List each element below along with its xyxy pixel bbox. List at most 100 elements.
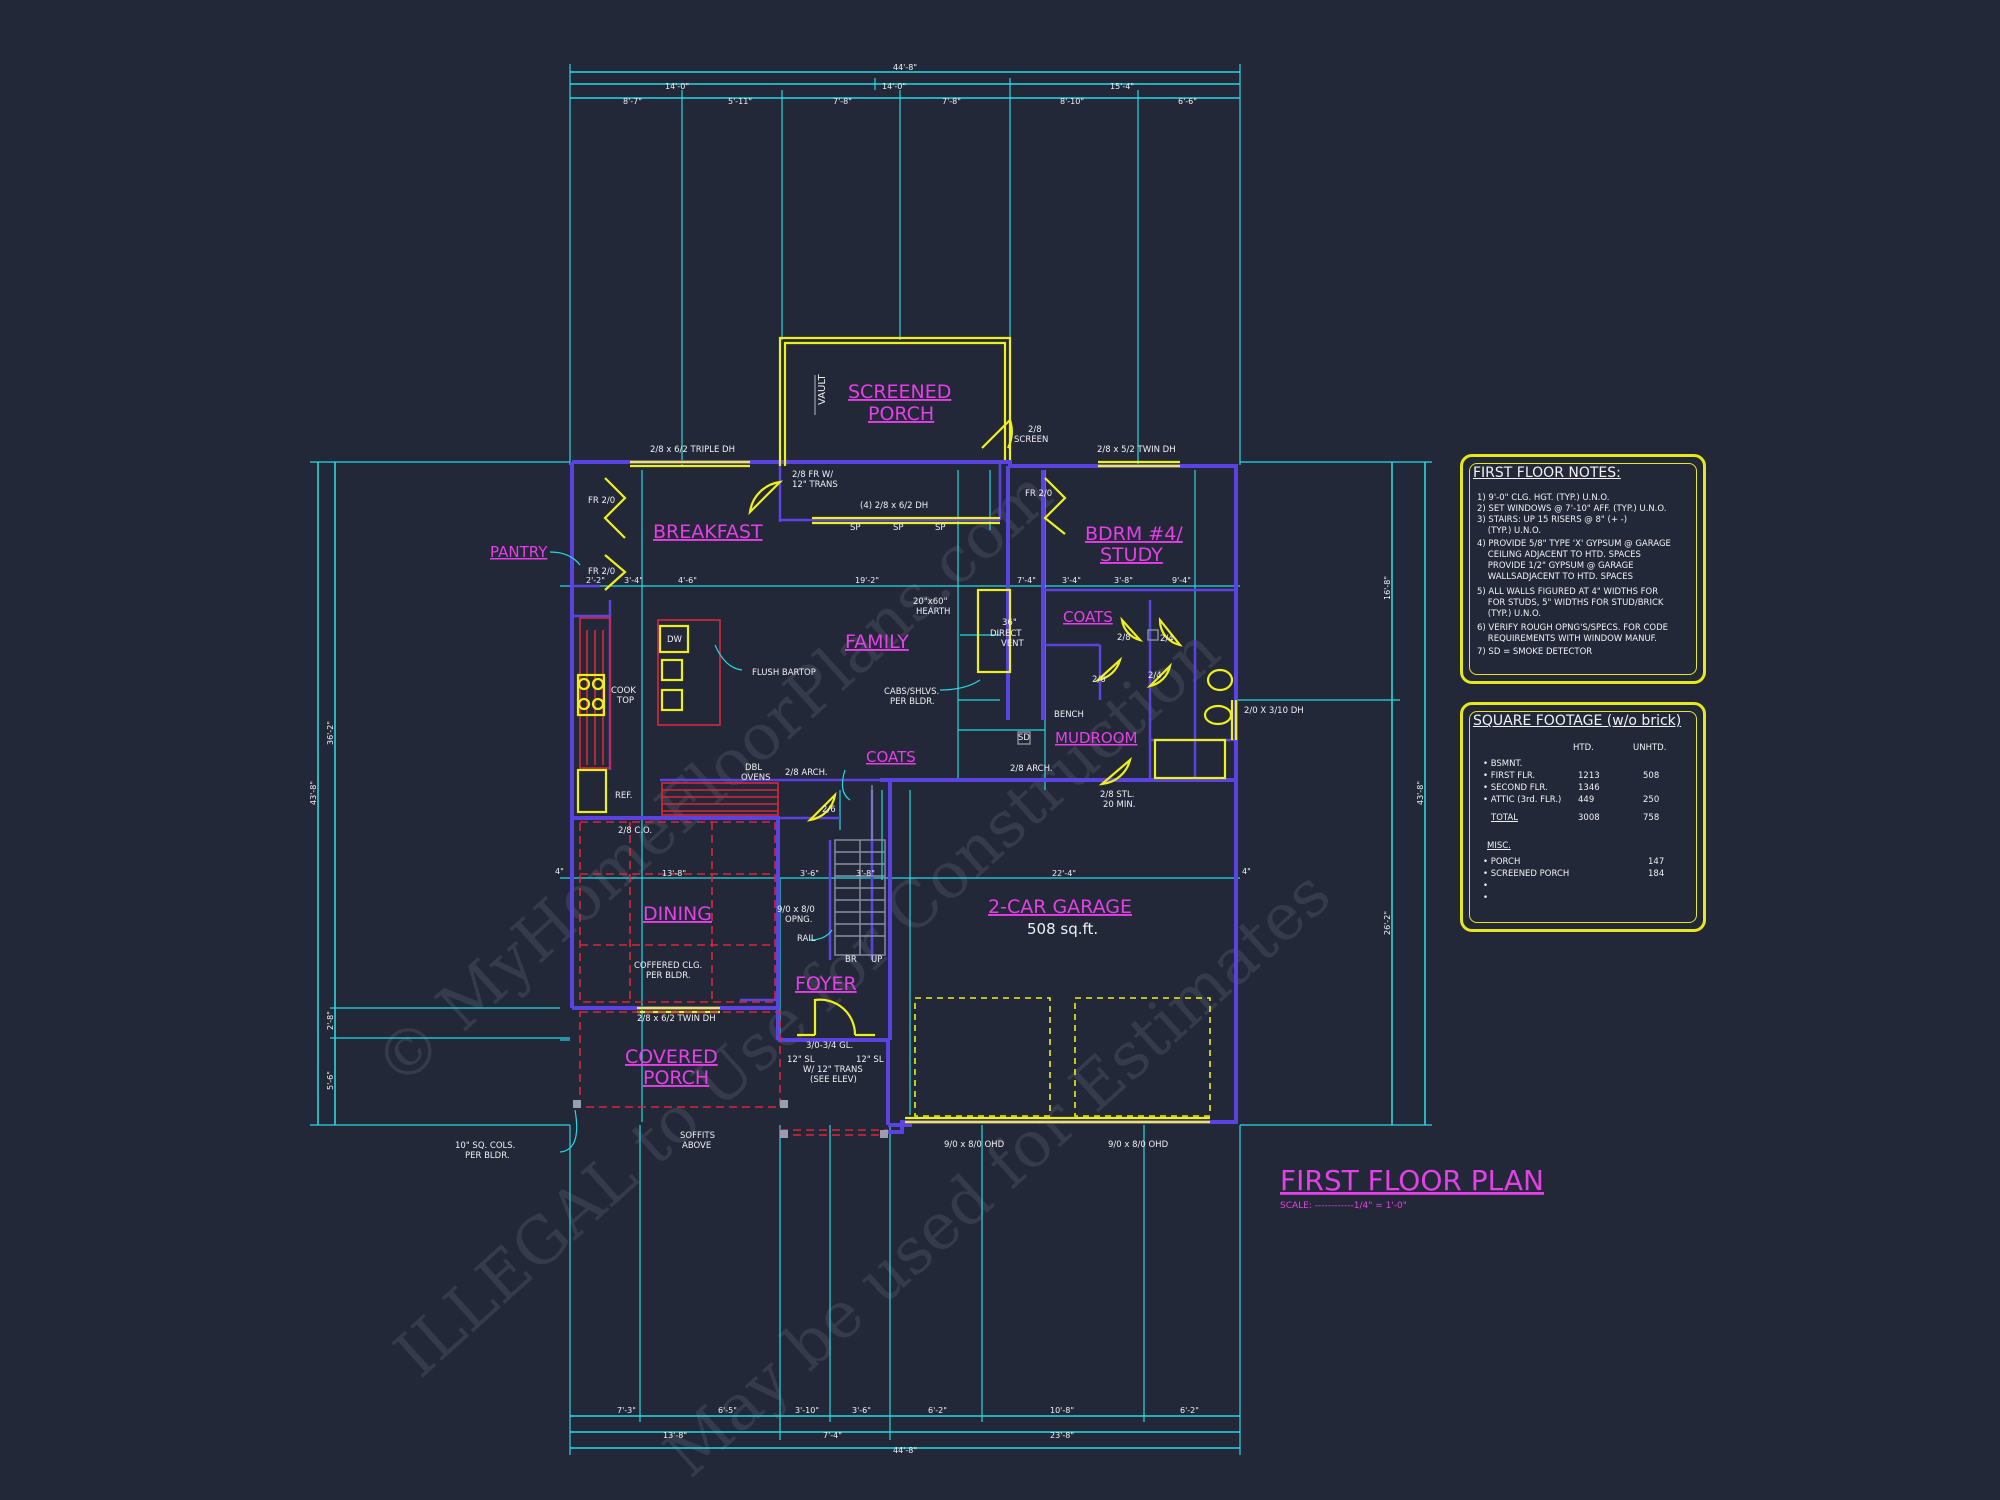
dim-bot-2: 6'-5" [718,1406,737,1415]
note-1: 1) 9'-0" CLG. HGT. (TYP.) U.N.O. [1477,493,1610,503]
hearth-label: 20"x60" [913,597,948,607]
sl-left-label: 12" SL [787,1055,815,1065]
sp-label-3: SP [935,523,946,533]
leaders [549,551,981,1153]
hearth-label-2: HEARTH [916,607,950,617]
vent-label-2: DIRECT [990,629,1022,639]
dim-left-b: 2'-8" [326,1011,335,1030]
up-label: UP [871,955,882,965]
dim-int-2-2: 2'-2" [586,576,605,585]
fr-left-label: FR 2/0 [588,496,615,506]
room-mudroom: MUDROOM [1055,729,1137,747]
screened-porch [778,336,1013,525]
room-dining: DINING [643,903,712,925]
dim-top-mid-b: 14'-0" [882,82,906,91]
bench-label: BENCH [1054,710,1084,720]
dim-int-9-4: 9'-4" [1172,576,1191,585]
plan-title: FIRST FLOOR PLAN [1280,1164,1544,1197]
sqft-misc-label: MISC. [1487,841,1511,851]
room-foyer: FOYER [795,973,857,995]
note-5: 5) ALL WALLS FIGURED AT 4" WIDTHS FOR [1477,587,1659,597]
room-labels: SCREENED PORCH BREAKFAST BDRM #4/ STUDY … [490,381,1183,1089]
columns [573,1100,888,1138]
see-elev-label: (SEE ELEV) [810,1075,857,1085]
dh-right-label: 2/0 X 3/10 DH [1244,706,1304,716]
note-4: 4) PROVIDE 5/8" TYPE 'X' GYPSUM @ GARAGE [1477,539,1671,549]
dim-bot-3: 3'-10" [795,1406,819,1415]
vent-label: 36" [1002,618,1017,628]
br-label: BR [845,955,857,965]
doors [603,477,1183,1037]
dim-right-b: 26'-2" [1383,911,1392,935]
note-3b: (TYP.) U.N.O. [1477,526,1542,536]
dim-bot-4: 3'-6" [852,1406,871,1415]
room-bdrm-line2: STUDY [1100,544,1163,566]
note-4d: WALLSADJACENT TO HTD. SPACES [1477,572,1633,582]
screen-door-label: 2/8 [1028,425,1042,435]
watermark-line-3: May be used for Estimates [651,857,1345,1492]
dim-int-7-4: 7'-4" [1017,576,1036,585]
sqft-row-label: • ATTIC (3rd. FLR.) [1483,795,1562,805]
dim-int-22-4: 22'-4" [1052,869,1076,878]
room-coats-lower: COATS [866,748,916,766]
dim-bot-overall: 44'-8" [893,1446,917,1455]
dim-top-mid-a: 14'-0" [665,82,689,91]
sd-label: SD [1018,733,1030,743]
first-floor-notes-panel: FIRST FLOOR NOTES: 1) 9'-0" CLG. HGT. (T… [1460,454,1706,684]
dim-int-3-6: 3'-6" [800,869,819,878]
sqft-col-htd: HTD. [1573,743,1594,753]
dim-bot-mid-c: 23'-8" [1050,1431,1074,1440]
screen-door-label-2: SCREEN [1014,435,1048,445]
dim-bot-mid-a: 13'-8" [663,1431,687,1440]
note-3: 3) STAIRS: UP 15 RISERS @ 8" (+ -) [1477,515,1628,525]
sqft-misc-row-label: • PORCH [1483,857,1521,867]
sqft-row-label: • BSMNT. [1483,759,1523,769]
dim-bot-mid-b: 7'-4" [823,1431,842,1440]
dim-int-19-2: 19'-2" [855,576,879,585]
sqft-total-label: TOTAL [1491,813,1518,823]
plan-scale: SCALE: ------------1/4" = 1'-0" [1280,1201,1407,1211]
dim-top-1: 8'-7" [623,97,642,106]
sqft-row-bsmnt: • BSMNT. [1483,759,1683,771]
room-bdrm-line1: BDRM #4/ [1085,523,1183,545]
ohd-left-label: 9/0 x 8/0 OHD [944,1140,1005,1150]
vault-label: VAULT [817,373,828,405]
sqft-misc-row: • [1483,881,1683,893]
dim-int-13-8: 13'-8" [662,869,686,878]
sqft-misc-row: • [1483,893,1683,905]
fr-trans-label: 2/8 FR W/ [792,470,833,480]
dbl-ovens-label: DBL [745,763,762,773]
stl-label-2: 20 MIN. [1103,800,1135,810]
room-screened-porch-line2: PORCH [868,403,934,425]
walls [570,460,1238,1134]
dim-right-a: 16'-8" [1383,576,1392,600]
sqft-misc-row-value: 147 [1648,857,1665,867]
notes-panel-inner-border [1469,463,1697,675]
sqft-row-htd: 1213 [1578,771,1600,781]
room-pantry: PANTRY [490,543,548,561]
note-6: 6) VERIFY ROUGH OPNG'S/SPECS. FOR CODE [1477,623,1669,633]
stl-label: 2/8 STL. [1100,790,1134,800]
trans-label: W/ 12" TRANS [803,1065,863,1075]
dim-right-overall: 43'-8" [1416,781,1425,805]
dim-left-overall: 43'-8" [309,781,318,805]
sqft-header-row: HTD. UNHTD. [1483,743,1683,755]
door-26b-label: 2/6 [1092,675,1106,685]
sqft-misc-row-label: • [1483,881,1489,891]
dim-int-4b: 4" [1242,867,1251,876]
door-28-label: 2/8 [1117,633,1131,643]
sqft-row-attic: • ATTIC (3rd. FLR.) 449 250 [1483,795,1683,807]
room-covered-porch-line1: COVERED [625,1046,718,1068]
dim-top-2: 5'-11" [728,97,752,106]
dw-label: DW [667,635,683,645]
cook-top-label-2: TOP [616,696,634,706]
twin-dh-top-label: 2/8 x 5/2 TWIN DH [1097,445,1176,455]
room-family: FAMILY [845,631,909,653]
door-24b-label: 2/4 [1148,671,1162,681]
front-door-label: 3/0-3/4 GL. [806,1041,853,1051]
dbl-ovens-label-2: OVENS [741,773,770,783]
annotations: VAULT 2/8 x 6/2 TRIPLE DH 2/8 FR W/ 12" … [455,373,1304,1161]
fr-right-label: FR 2/0 [1025,489,1052,499]
stairs [834,785,886,956]
